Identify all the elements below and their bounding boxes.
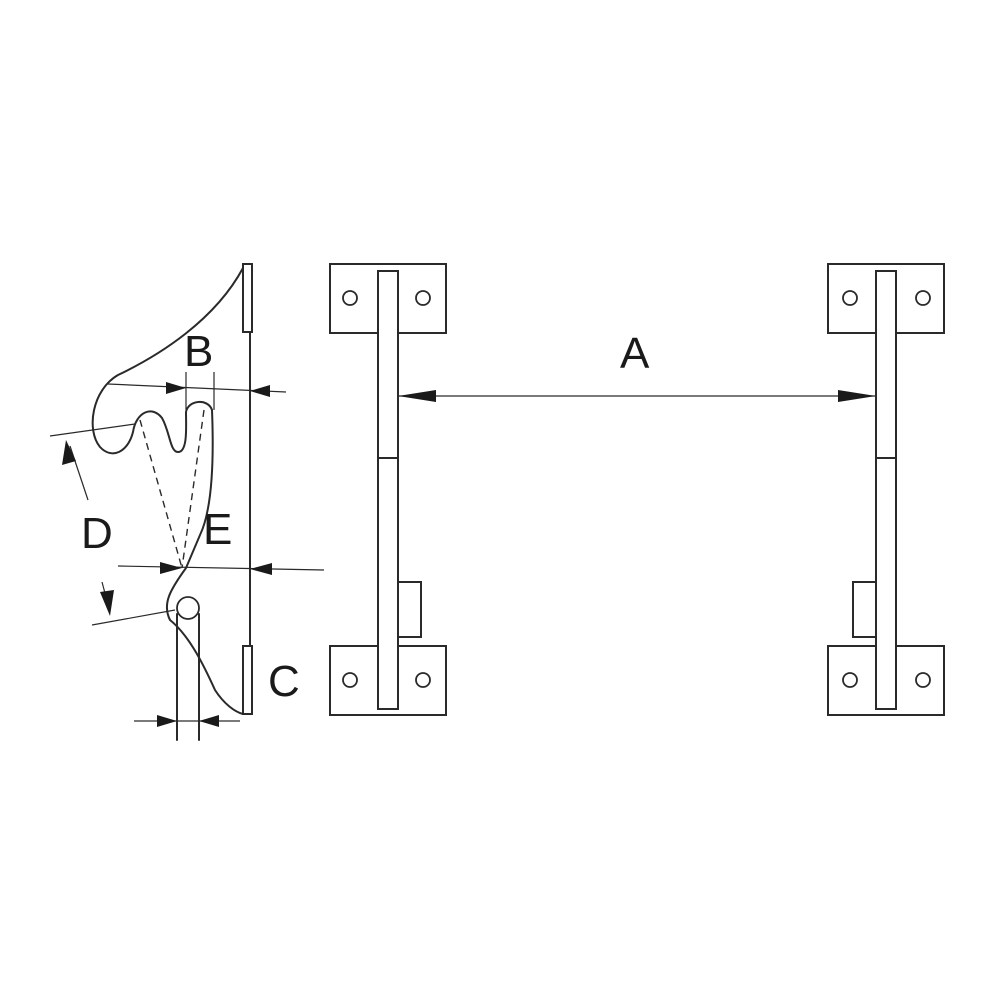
dim-c-arrow-right (199, 715, 219, 727)
dimension-a: A (398, 329, 876, 402)
dim-c-arrow-left (157, 715, 177, 727)
pivot-pin (176, 596, 200, 620)
screw-hole (915, 672, 931, 688)
latch-block-left (397, 581, 422, 638)
latch-block-right (852, 581, 877, 638)
screw-hole (842, 672, 858, 688)
screw-hole (415, 672, 431, 688)
front-bracket-left (329, 263, 447, 716)
hook-body-outline (91, 267, 244, 715)
screw-hole (915, 290, 931, 306)
upper-flange (242, 263, 253, 333)
dim-d-arrow-top (62, 440, 76, 465)
construction-line-right (181, 409, 205, 569)
vertical-bar-right (875, 270, 897, 710)
label-a: A (620, 329, 650, 378)
label-e: E (203, 505, 232, 554)
dim-e-line (117, 565, 325, 571)
screw-hole (342, 672, 358, 688)
label-d: D (81, 509, 113, 558)
lower-flange (242, 645, 253, 715)
screw-hole (415, 290, 431, 306)
dim-a-arrow-right (838, 390, 876, 402)
dim-e-arrow-left (160, 562, 182, 574)
dim-b-arrow-right (250, 385, 270, 397)
dim-b-arrow-left (166, 382, 186, 394)
screw-hole (842, 290, 858, 306)
construction-line-left (139, 419, 183, 569)
dim-d-ext-top (49, 423, 136, 437)
screw-hole (342, 290, 358, 306)
front-bracket-right (827, 263, 945, 716)
dim-d-arrow-bottom (100, 590, 114, 616)
side-profile: B D E C (49, 263, 325, 741)
label-c: C (268, 657, 300, 706)
dim-a-arrow-left (398, 390, 436, 402)
vertical-bar-left (377, 270, 399, 710)
label-b: B (184, 327, 213, 376)
dim-d-ext-bottom (91, 609, 176, 626)
dim-e-arrow-right (250, 563, 272, 575)
